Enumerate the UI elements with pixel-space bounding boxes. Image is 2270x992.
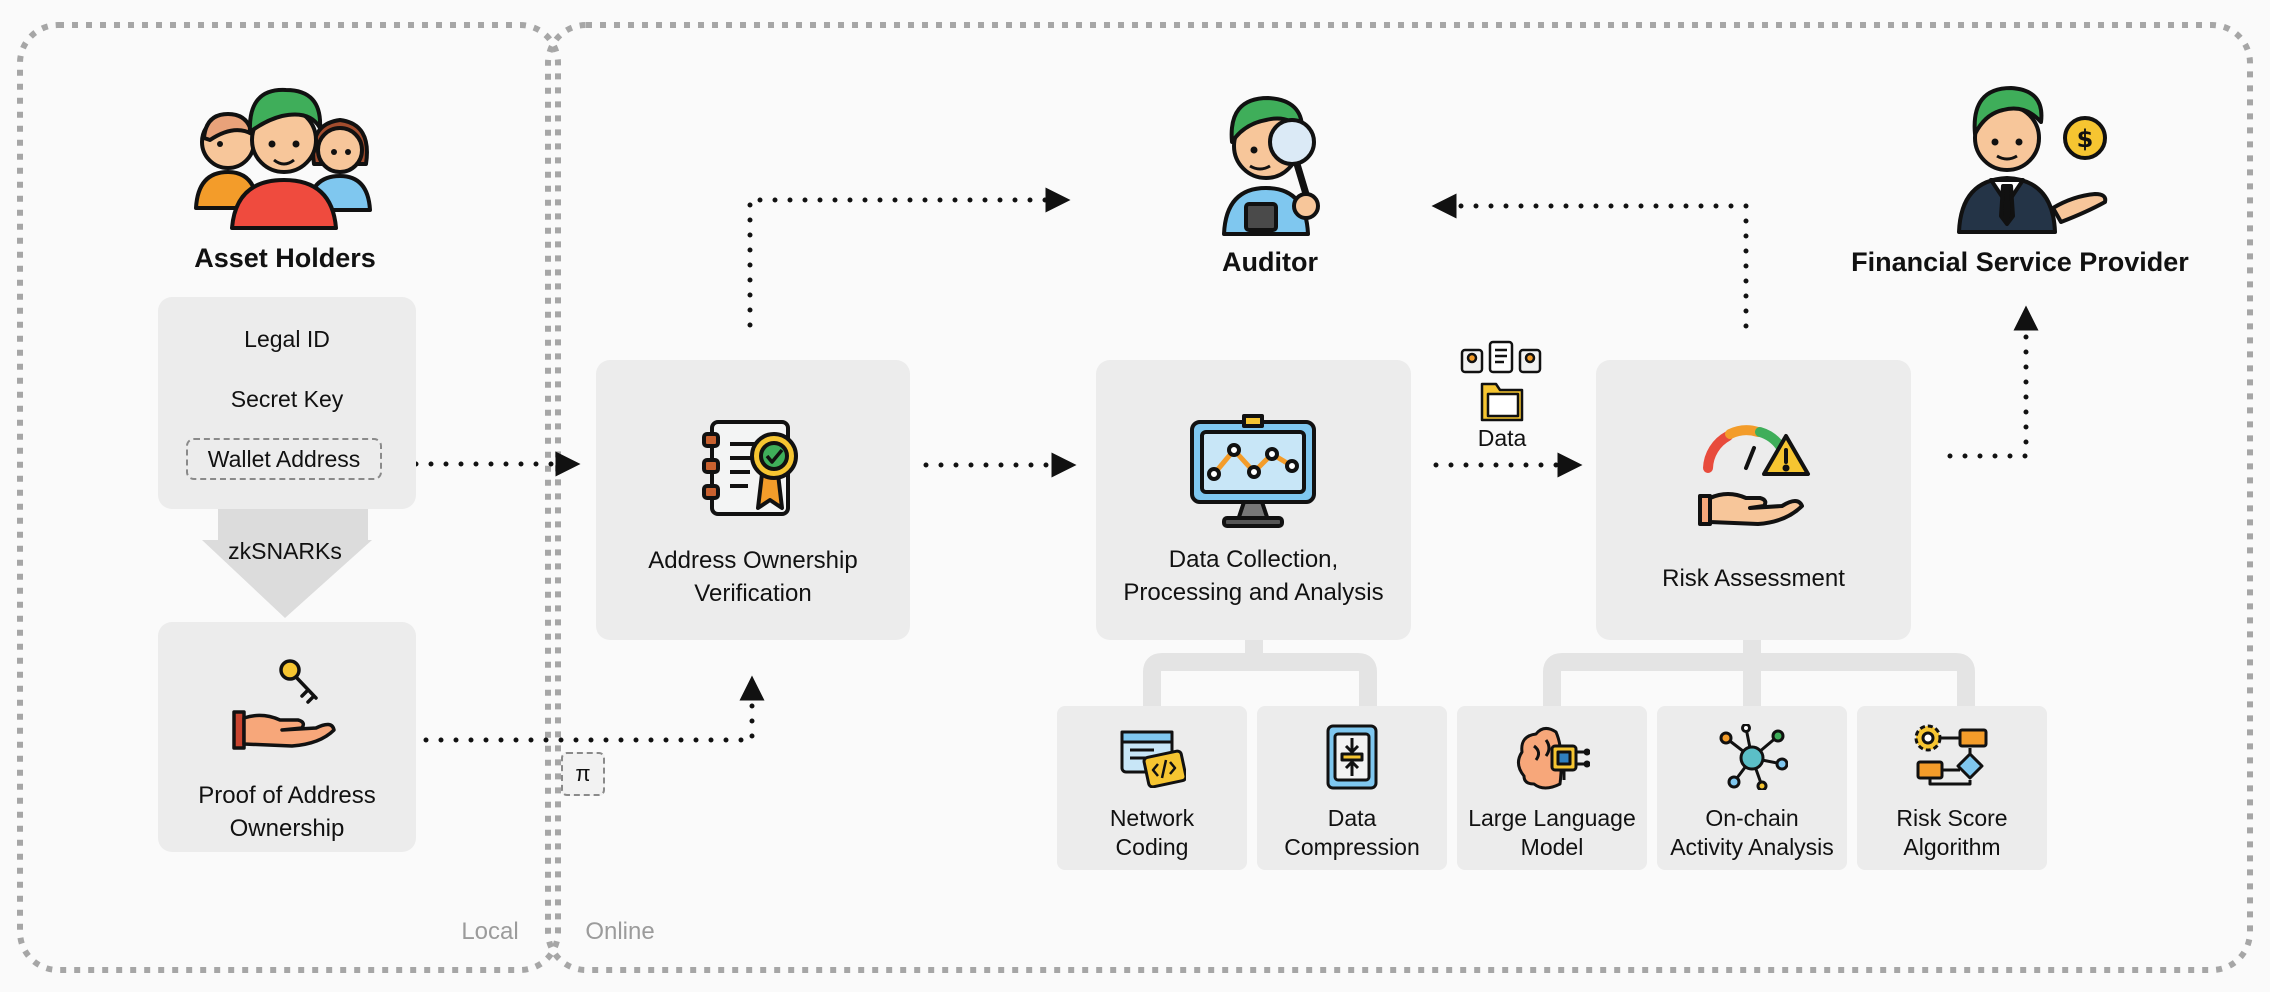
zksnarks-arrow-shape — [202, 508, 372, 618]
data-collection-line-1: Data Collection, — [1168, 546, 1339, 573]
auditor-title: Auditor — [1222, 247, 1318, 277]
risk-gauge-hand-icon — [1698, 425, 1810, 526]
proof-line-2: Ownership — [229, 815, 345, 842]
module-data-compression-line-1: Data — [1327, 805, 1377, 831]
monitor-chart-icon — [1190, 414, 1316, 528]
online-zone-label: Online — [585, 918, 655, 945]
arrow-proof-to-verification — [423, 675, 765, 743]
asset-holders-title: Asset Holders — [194, 243, 376, 273]
module-risk-score-algorithm — [1857, 706, 2047, 870]
asset-holders-icon — [194, 87, 372, 230]
module-llm-line-1: Large Language — [1468, 805, 1636, 831]
fsp-title: Financial Service Provider — [1851, 247, 2189, 277]
verified-document-icon — [702, 420, 798, 516]
module-network-coding-line-2: Coding — [1115, 834, 1189, 860]
module-risk-score-line-2: Algorithm — [1903, 834, 2001, 860]
data-flow-label: Data — [1477, 425, 1527, 451]
module-risk-score-line-1: Risk Score — [1896, 805, 2008, 831]
svg-text:$: $ — [2077, 125, 2094, 153]
arrow-verification-to-auditor — [747, 187, 1071, 328]
wallet-address-badge: Wallet Address — [186, 438, 382, 480]
module-llm-line-2: Model — [1520, 834, 1584, 860]
module-network-coding-line-1: Network — [1109, 805, 1195, 831]
secret-key-label: Secret Key — [230, 386, 344, 412]
data-collection-line-2: Processing and Analysis — [1123, 579, 1384, 606]
module-onchain-line-1: On-chain — [1705, 805, 1799, 831]
legal-id-label: Legal ID — [244, 326, 330, 352]
key-in-hand-icon — [232, 659, 336, 750]
zksnarks-label: zkSNARKs — [228, 538, 342, 564]
local-zone-label: Local — [461, 918, 519, 945]
risk-modules-bracket — [1543, 638, 1975, 712]
network-node-icon — [1719, 724, 1788, 790]
data-files-icon — [1460, 340, 1542, 422]
code-window-icon — [1120, 730, 1186, 788]
arrow-risk-to-fsp — [1947, 305, 2039, 459]
local-zone-frame — [17, 22, 561, 973]
pi-proof-badge: π — [561, 752, 605, 796]
module-onchain-activity-analysis — [1657, 706, 1847, 870]
risk-assessment-line-1: Risk Assessment — [1662, 565, 1845, 592]
auditor-icon — [1222, 96, 1320, 236]
online-zone-frame — [545, 22, 2253, 973]
module-onchain-line-2: Activity Analysis — [1670, 834, 1834, 860]
financial-service-provider-icon: $ — [1957, 86, 2108, 234]
proof-line-1: Proof of Address — [198, 782, 376, 809]
data-modules-bracket — [1143, 638, 1377, 712]
compression-device-icon — [1326, 724, 1378, 790]
arrow-risk-to-auditor — [1431, 193, 1749, 329]
ai-brain-chip-icon — [1517, 727, 1590, 790]
verification-line-2: Verification — [694, 580, 812, 607]
flowchart-gear-icon — [1914, 724, 1988, 786]
module-data-compression-line-2: Compression — [1284, 834, 1420, 860]
verification-line-1: Address Ownership — [648, 547, 858, 574]
